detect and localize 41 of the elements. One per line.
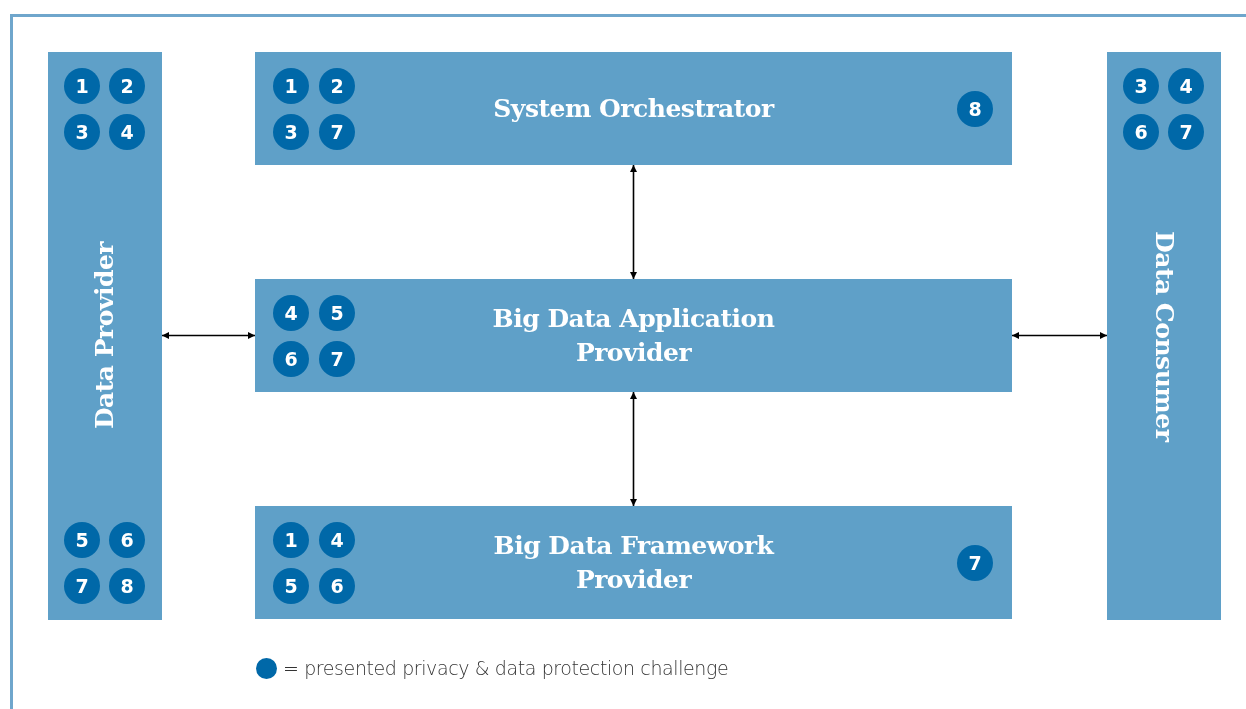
numbered-circle: 3 (273, 114, 309, 150)
numbered-circle: 6 (273, 341, 309, 377)
numbered-circle: 1 (273, 522, 309, 558)
double-arrow (1011, 332, 1108, 339)
numbered-circle: 1 (64, 68, 100, 104)
numbered-circle: 7 (319, 341, 355, 377)
double-arrow (161, 332, 256, 339)
side-panel (48, 52, 162, 620)
side-panel (1107, 52, 1221, 620)
double-arrow (630, 391, 637, 507)
component-box (255, 506, 1012, 619)
numbered-circle: 5 (273, 568, 309, 604)
numbered-circle: 4 (273, 295, 309, 331)
component-title: Big Data Application Provider (491, 302, 776, 369)
numbered-circle: 7 (957, 545, 993, 581)
numbered-circle: 4 (319, 522, 355, 558)
numbered-circle: 4 (109, 114, 145, 150)
numbered-circle: 3 (64, 114, 100, 150)
numbered-circle: 1 (273, 68, 309, 104)
numbered-circle: 6 (109, 522, 145, 558)
numbered-circle: 8 (109, 568, 145, 604)
numbered-circle: 7 (1168, 114, 1204, 150)
double-arrow (630, 164, 637, 280)
numbered-circle: 7 (64, 568, 100, 604)
numbered-circle: 6 (319, 568, 355, 604)
component-title: System Orchestrator (493, 92, 774, 125)
component-box (255, 52, 1012, 165)
numbered-circle: 5 (64, 522, 100, 558)
numbered-circle: 6 (1123, 114, 1159, 150)
numbered-circle: 4 (1168, 68, 1204, 104)
numbered-circle: 5 (319, 295, 355, 331)
numbered-circle: 3 (1123, 68, 1159, 104)
numbered-circle: 2 (109, 68, 145, 104)
legend-text: = presented privacy & data protection challenge (283, 657, 729, 679)
component-box (255, 279, 1012, 392)
component-title: Data Consumer (1148, 230, 1180, 442)
numbered-circle: 2 (319, 68, 355, 104)
numbered-circle: 7 (319, 114, 355, 150)
component-title: Data Provider (89, 242, 121, 430)
component-title: Big Data Framework Provider (492, 529, 776, 596)
numbered-circle: 8 (957, 91, 993, 127)
